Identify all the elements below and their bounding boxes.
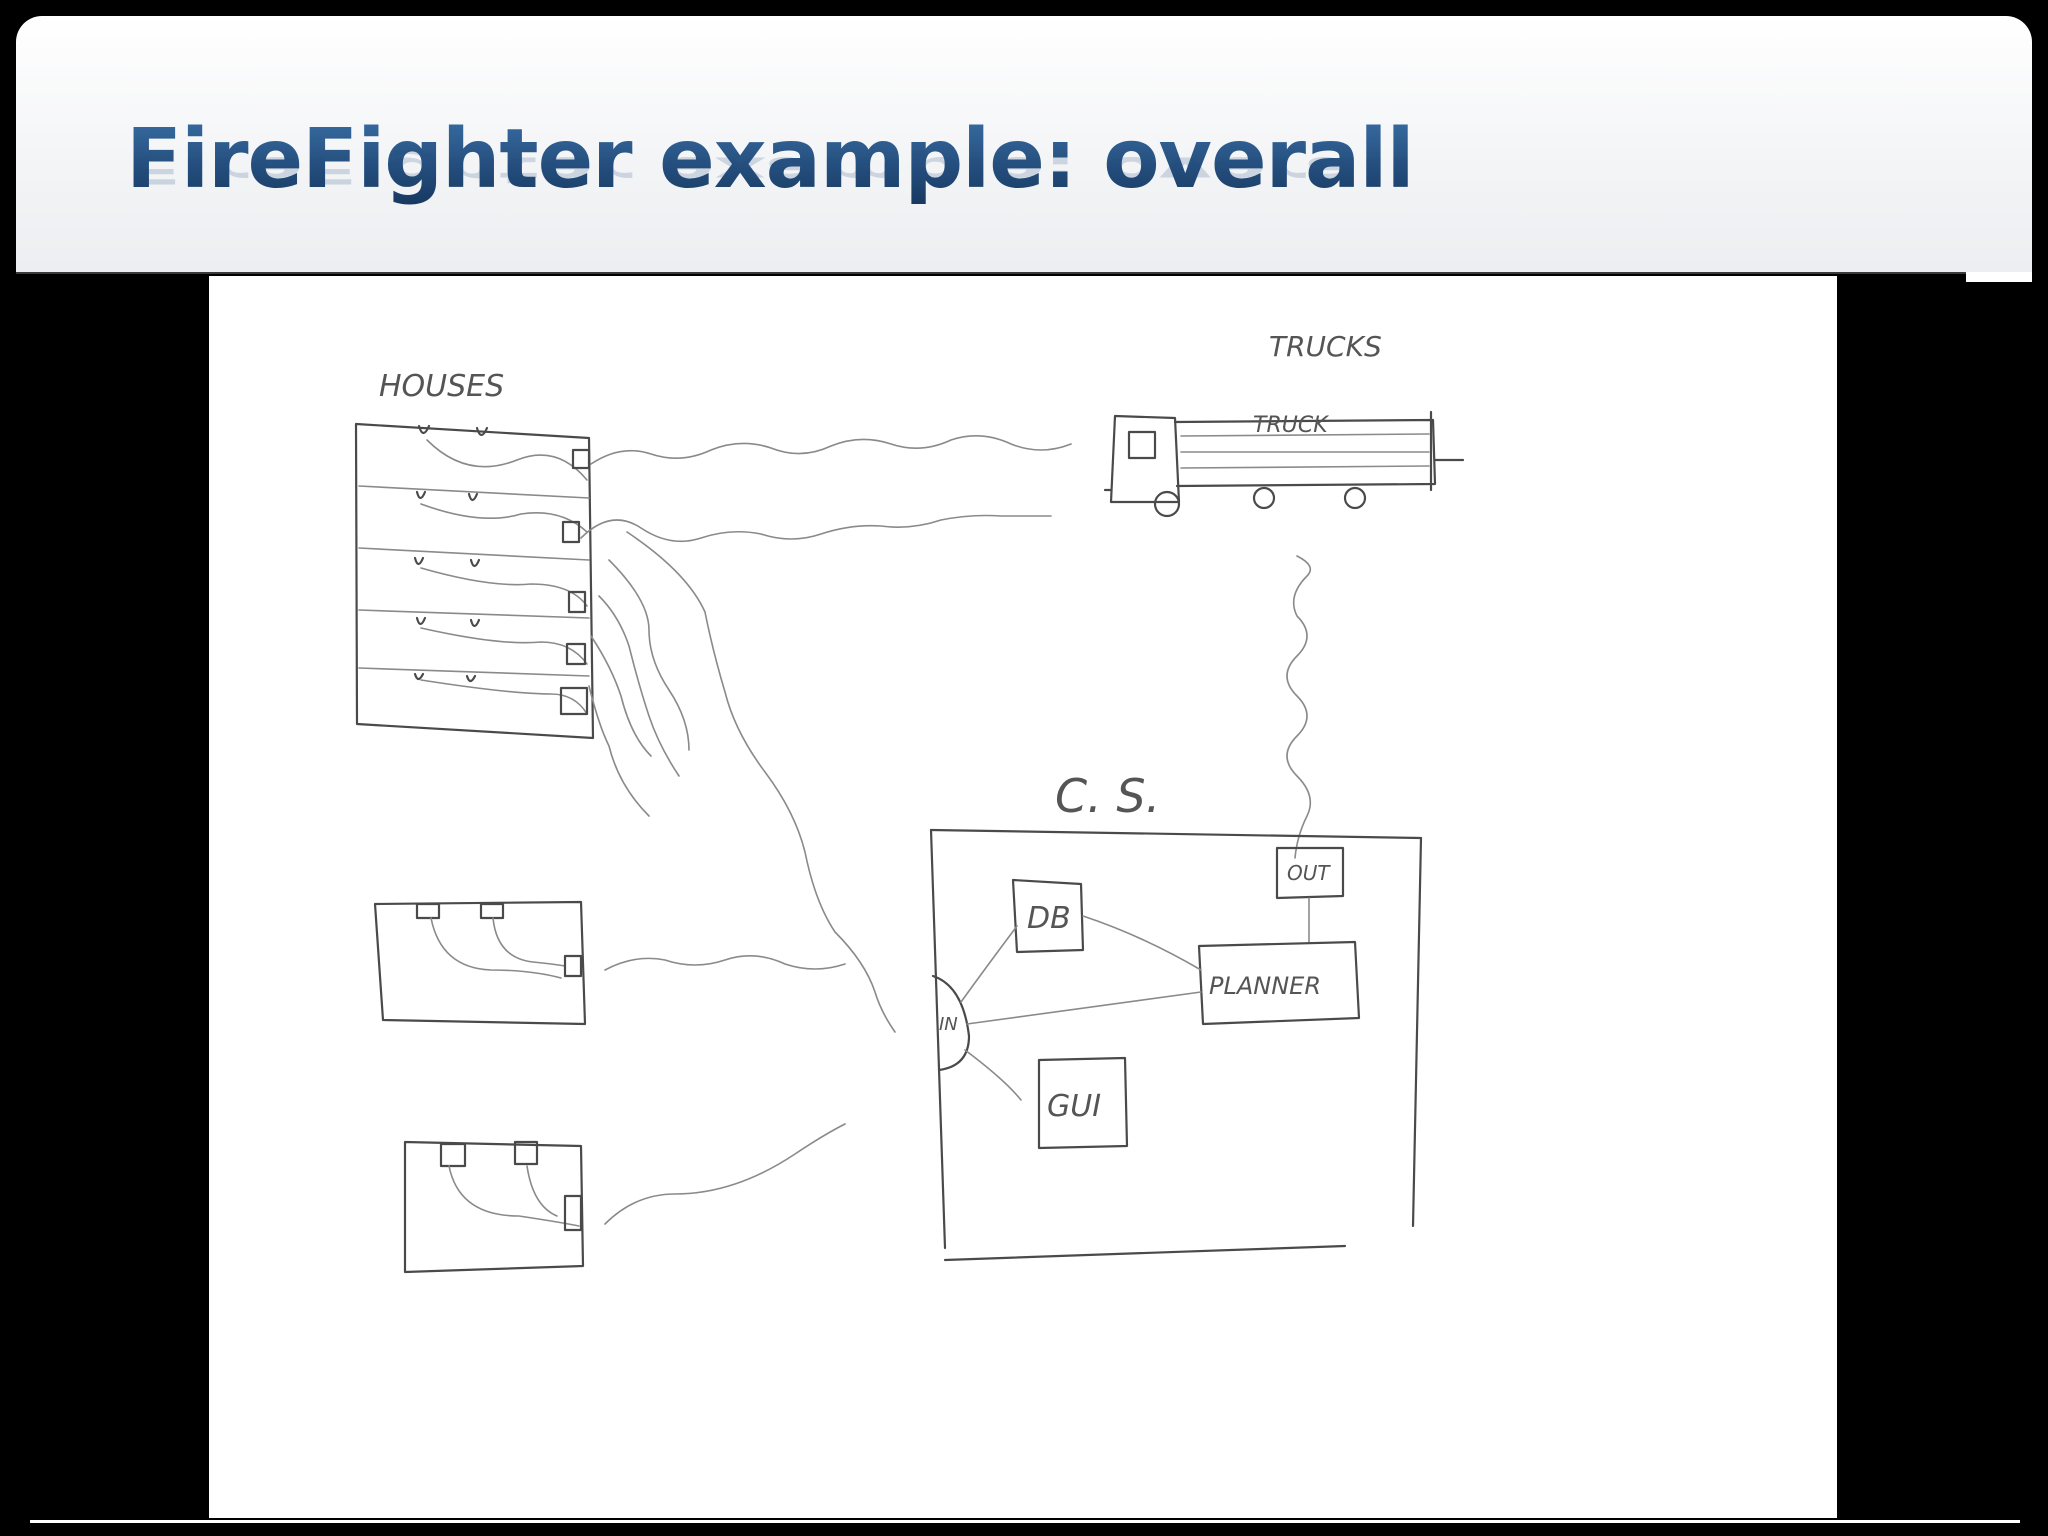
link-house-truck-1 [590,435,1072,465]
link-house-cs-3 [598,595,680,777]
slide-title-reflection: FireFighter example: overall [126,148,1414,191]
slide-title: FireFighter example: overall [126,112,1415,207]
slide-bottom-rule [30,1520,2020,1523]
house-small-2 [403,1140,585,1274]
trucks-label: TRUCKS [1269,330,1382,363]
planner-label: PLANNER [1209,972,1321,1000]
in-label: IN [939,1014,958,1035]
house-large [354,422,595,740]
house-small-1 [373,900,587,1026]
link-house-cs-4 [590,635,652,757]
db-label: DB [1027,901,1071,936]
houses-label: HOUSES [379,369,504,404]
control-station: OUT DB PLANNER IN GUI [929,828,1423,1262]
truck-label: TRUCK [1253,413,1329,438]
title-bar-tab [1966,272,2032,282]
slide-title-bar: FireFighter example: overall FireFighter… [16,16,2032,274]
link-house-cs-5 [588,685,650,817]
link-house-cs-2 [608,559,690,751]
out-label: OUT [1287,861,1331,885]
cs-label: C. S. [1055,769,1160,823]
link-truck-cs [1286,555,1312,859]
link-small-house-1 [604,955,846,971]
gui-label: GUI [1047,1089,1101,1124]
link-house-cs-1 [626,531,896,1033]
link-small-house-2 [604,1123,846,1225]
sketch-drawing: HOUSES [354,330,1465,1274]
link-house-truck-2 [580,514,1052,543]
truck: TRUCK [1103,410,1465,518]
whiteboard-sketch: HOUSES [209,276,1837,1518]
